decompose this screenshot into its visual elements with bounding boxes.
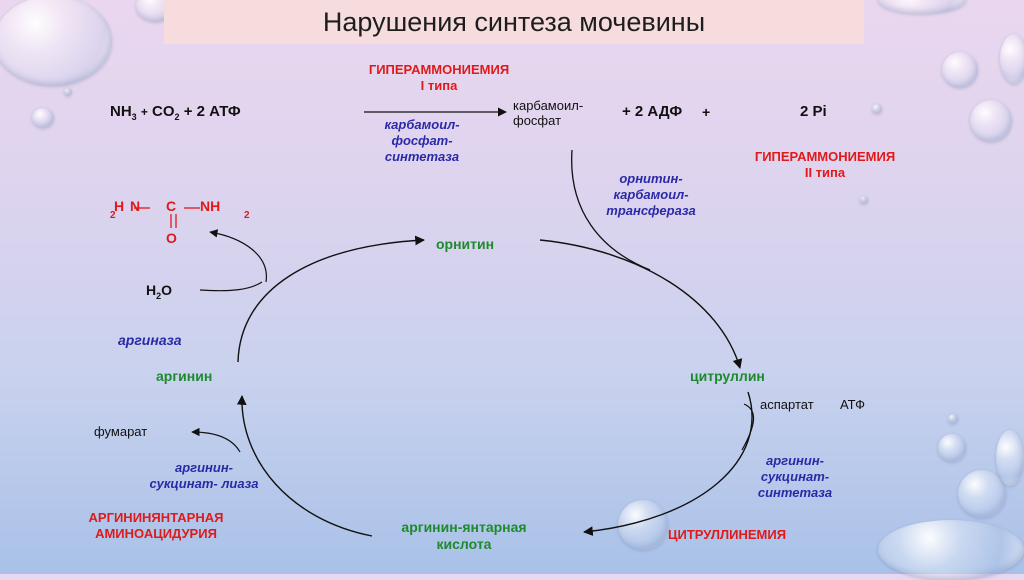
pi-label: 2 Pi — [800, 103, 827, 120]
enzyme-otc: орнитин- карбамоил- трансфераза — [586, 171, 716, 219]
carbamoyl-phosphate-label: карбамоил- фосфат — [513, 98, 583, 128]
argininosuccinate-label: аргинин-янтарная кислота — [380, 519, 548, 553]
enzyme-otc-line2: карбамоил- — [613, 187, 689, 202]
bubble-decoration — [64, 88, 72, 96]
enzyme-cps-line2: фосфат- — [391, 133, 453, 148]
reaction-substrates: NH3 + CO2 + 2 АТФ — [110, 103, 241, 122]
urea-subscript-left: 2 — [110, 210, 116, 221]
argininosuccinic-aciduria-line2: АМИНОАЦИДУРИЯ — [95, 526, 217, 541]
hyperammonemia-type2-line1: ГИПЕРАММОНИЕМИЯ — [754, 149, 896, 164]
title-bar: Нарушения синтеза мочевины — [164, 0, 864, 44]
atf-cofactor-label: АТФ — [840, 397, 866, 412]
enzyme-ass-line3: синтетаза — [757, 485, 833, 500]
bubble-decoration — [942, 52, 978, 88]
hyperammonemia-type1-line2: I типа — [420, 78, 458, 93]
urea-structure: H 2 N C NH 2 O — [100, 196, 270, 256]
hyperammonemia-type1-label: ГИПЕРАММОНИЕМИЯ I типа — [346, 62, 532, 94]
arginine-to-ornithine-arrow — [237, 235, 425, 363]
argsucc-to-arginine-arrow — [236, 395, 373, 537]
citrulline-label: цитруллин — [690, 368, 765, 384]
carbamoyl-phosphate-line2: фосфат — [513, 113, 562, 128]
citrulline-to-argsucc-arrow — [583, 391, 753, 536]
urea-h: H — [114, 198, 125, 214]
enzyme-asl-line1: аргинин- — [174, 460, 234, 475]
enzyme-arginase: аргиназа — [118, 332, 182, 348]
nh3-label: NH — [110, 103, 132, 120]
citrullinemia-label: ЦИТРУЛЛИНЕМИЯ — [668, 527, 787, 542]
ornithine-to-citrulline-arrow — [539, 239, 743, 369]
argininosuccinic-aciduria-line1: АРГИНИНЯНТАРНАЯ — [88, 510, 224, 525]
argininosuccinate-line1: аргинин-янтарная — [401, 519, 527, 535]
hyperammonemia-type2-line2: II типа — [804, 165, 846, 180]
page-title: Нарушения синтеза мочевины — [322, 6, 706, 37]
enzyme-ass-line2: сукцинат- — [760, 469, 830, 484]
bubble-decoration — [878, 0, 966, 14]
hyperammonemia-type2-label: ГИПЕРАММОНИЕМИЯ II типа — [732, 149, 918, 181]
plus-sign: + — [140, 105, 148, 119]
bubble-decoration — [1000, 34, 1024, 84]
bubble-decoration — [878, 520, 1024, 580]
bubble-decoration — [32, 108, 54, 128]
plus-sign-2: + — [702, 104, 711, 120]
aspartate-label: аспартат — [760, 397, 814, 412]
fumarate-exit-arrow — [191, 427, 241, 453]
water-label: H2O — [146, 282, 172, 301]
urea-o: O — [166, 230, 177, 246]
enzyme-cps-line1: карбамоил- — [384, 117, 460, 132]
carbamoyl-phosphate-arrow — [571, 149, 651, 271]
atf-label: + 2 АТФ — [183, 103, 241, 120]
ornithine-label: орнитин — [436, 236, 495, 252]
enzyme-asl-line2: сукцинат- лиаза — [149, 476, 259, 491]
bubble-decoration — [970, 100, 1012, 142]
adf-label: + 2 АДФ — [622, 103, 683, 120]
urea-nh: NH — [200, 198, 221, 214]
enzyme-cps-line3: синтетаза — [384, 149, 460, 164]
enzyme-cps: карбамоил- фосфат- синтетаза — [362, 117, 482, 165]
urea-c: C — [166, 198, 177, 214]
enzyme-ass: аргинин- сукцинат- синтетаза — [740, 453, 850, 501]
urea-n: N — [130, 198, 141, 214]
bubble-decoration — [0, 0, 112, 86]
arginine-label: аргинин — [156, 368, 213, 384]
carbamoyl-phosphate-line1: карбамоил- — [513, 98, 584, 113]
bubble-decoration — [958, 470, 1006, 518]
bubble-decoration — [938, 434, 966, 462]
enzyme-otc-line1: орнитин- — [619, 171, 683, 186]
aspartate-entry-arrow — [741, 403, 755, 451]
co2-subscript: 2 — [174, 112, 180, 122]
fumarate-label: фумарат — [94, 424, 148, 439]
urea-subscript-right: 2 — [244, 210, 250, 221]
enzyme-otc-line3: трансфераза — [606, 203, 696, 218]
bubble-decoration — [996, 430, 1024, 486]
bubble-decoration — [860, 196, 868, 204]
nh3-subscript: 3 — [131, 112, 137, 122]
bubble-decoration — [948, 414, 958, 424]
water-subscript: 2 — [156, 290, 162, 301]
argininosuccinate-line2: кислота — [436, 536, 492, 552]
urea-release-arrow — [209, 229, 267, 283]
argininosuccinic-aciduria-label: АРГИНИНЯНТАРНАЯ АМИНОАЦИДУРИЯ — [56, 510, 256, 542]
enzyme-asl: аргинин- сукцинат- лиаза — [134, 460, 274, 492]
hyperammonemia-type1-line1: ГИПЕРАММОНИЕМИЯ — [368, 62, 510, 77]
water-entry-arrow — [199, 281, 263, 292]
bubble-decoration — [872, 104, 882, 114]
water-h: H — [146, 282, 157, 298]
water-o: O — [161, 282, 173, 298]
co2-label: CO — [152, 103, 175, 120]
enzyme-ass-line1: аргинин- — [765, 453, 825, 468]
